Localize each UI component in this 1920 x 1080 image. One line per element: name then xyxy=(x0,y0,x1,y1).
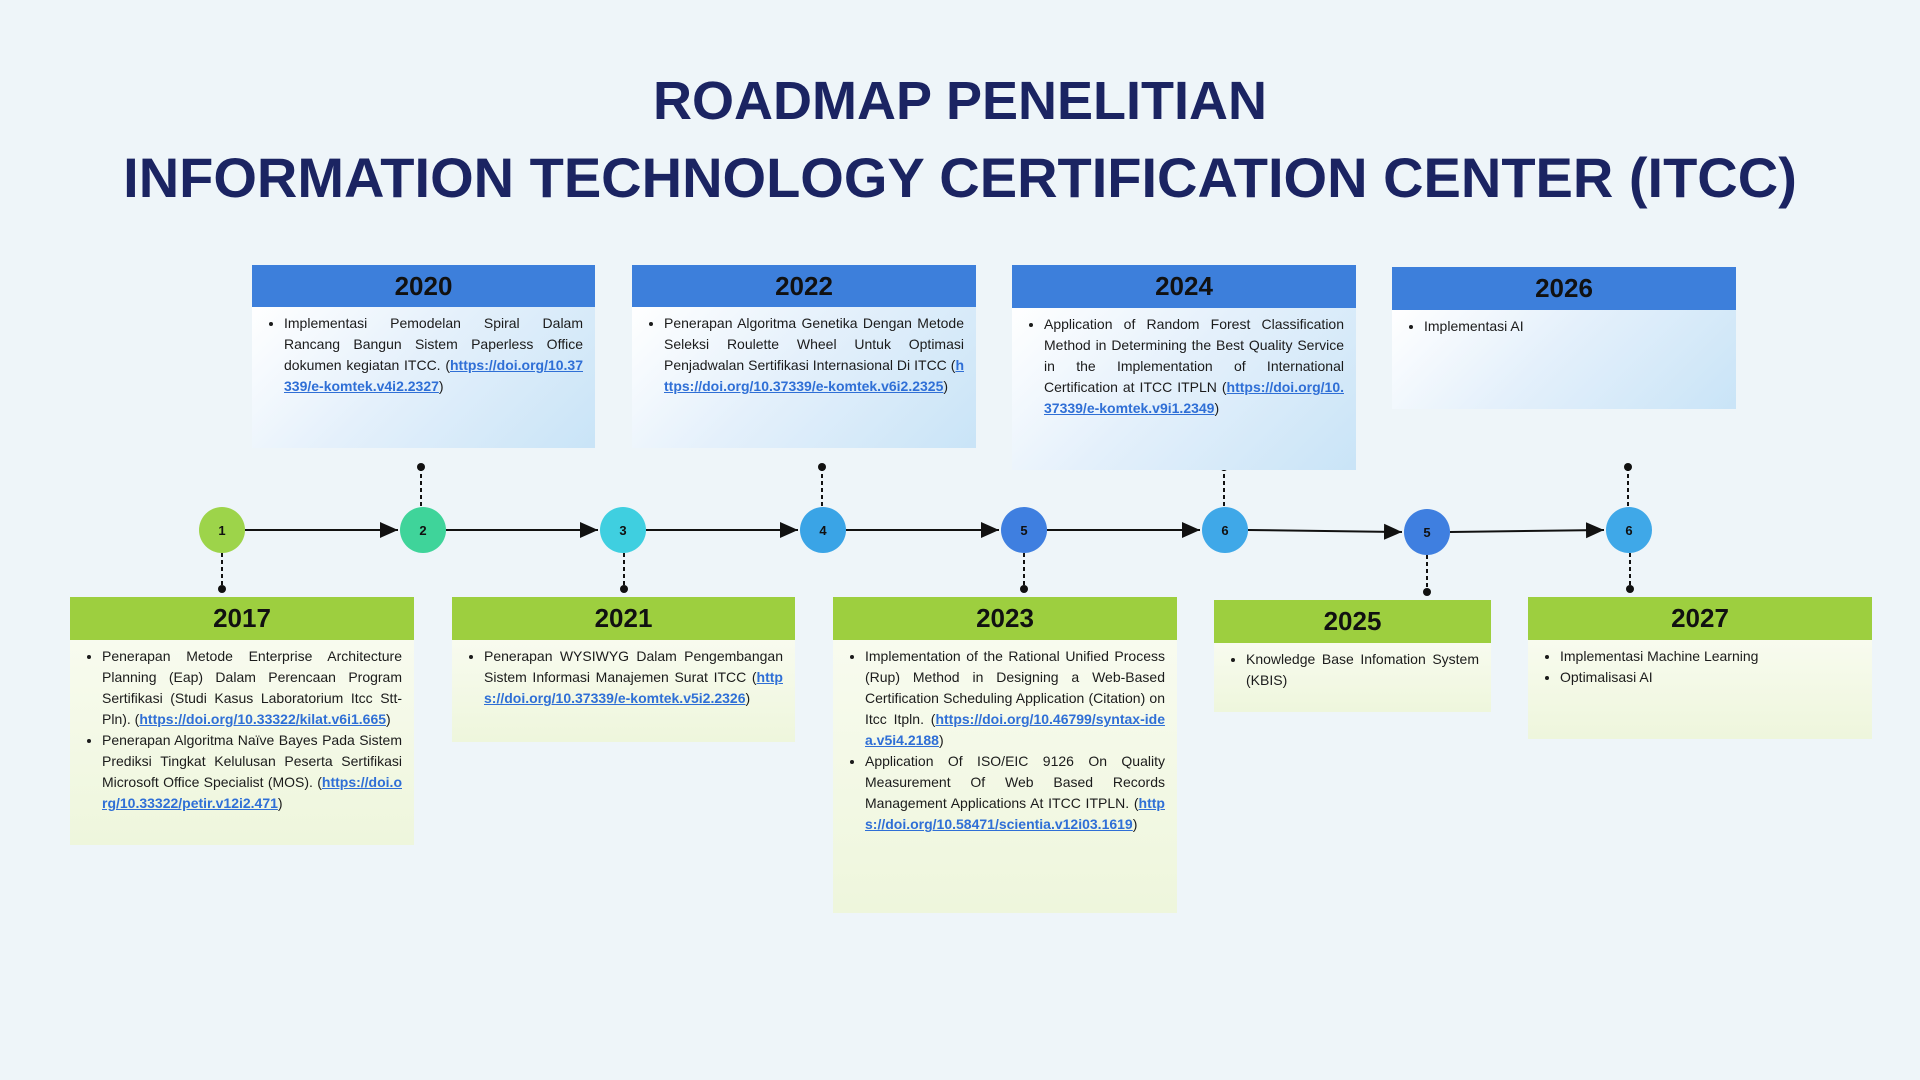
doi-link[interactable]: https://doi.org/10.37339/e-komtek.v6i2.2… xyxy=(664,357,964,394)
card-2022-year: 2022 xyxy=(632,265,976,307)
doi-link[interactable]: https://doi.org/10.58471/scientia.v12i03… xyxy=(865,795,1165,832)
card-2026-body: Implementasi AI xyxy=(1392,310,1736,409)
timeline-node: 1 xyxy=(199,507,245,553)
card-2021-body: Penerapan WYSIWYG Dalam Pengembangan Sis… xyxy=(452,640,795,742)
research-item: Application of Random Forest Classificat… xyxy=(1044,314,1344,419)
doi-link[interactable]: https://doi.org/10.46799/syntax-idea.v5i… xyxy=(865,711,1165,748)
timeline-node: 6 xyxy=(1202,507,1248,553)
timeline-node: 5 xyxy=(1404,509,1450,555)
card-2027-body: Implementasi Machine LearningOptimalisas… xyxy=(1528,640,1872,739)
timeline-node: 3 xyxy=(600,507,646,553)
card-2025-body: Knowledge Base Infomation System (KBIS) xyxy=(1214,643,1491,712)
timeline-arrow xyxy=(1247,523,1403,540)
timeline-node: 2 xyxy=(400,507,446,553)
card-2027-year: 2027 xyxy=(1528,597,1872,640)
timeline-stem-dot xyxy=(1626,585,1634,593)
research-item-title: Knowledge Base Infomation System (KBIS) xyxy=(1246,651,1479,688)
doi-link[interactable]: https://doi.org/10.37339/e-komtek.v5i2.2… xyxy=(484,669,783,706)
timeline-stem-dot xyxy=(1423,588,1431,596)
card-2025: 2025 Knowledge Base Infomation System (K… xyxy=(1214,600,1491,712)
page-subtitle: INFORMATION TECHNOLOGY CERTIFICATION CEN… xyxy=(123,146,1797,209)
card-2025-year: 2025 xyxy=(1214,600,1491,643)
card-2027: 2027 Implementasi Machine LearningOptima… xyxy=(1528,597,1872,739)
card-2026: 2026 Implementasi AI xyxy=(1392,267,1736,409)
card-2017-body: Penerapan Metode Enterprise Architecture… xyxy=(70,640,414,845)
doi-link[interactable]: https://doi.org/10.33322/kilat.v6i1.665 xyxy=(139,711,387,727)
page-title: ROADMAP PENELITIAN xyxy=(652,71,1268,131)
card-2023-year: 2023 xyxy=(833,597,1177,640)
research-item-title: Implementasi AI xyxy=(1424,318,1524,334)
card-2022-body: Penerapan Algoritma Genetika Dengan Meto… xyxy=(632,307,976,448)
card-2020-body: Implementasi Pemodelan Spiral Dalam Ranc… xyxy=(252,307,595,448)
card-2020-year: 2020 xyxy=(252,265,595,307)
card-2017-year: 2017 xyxy=(70,597,414,640)
timeline-stem-dot xyxy=(1624,463,1632,471)
timeline-stem-dot xyxy=(1020,585,1028,593)
timeline-arrows xyxy=(245,522,1605,540)
card-2022: 2022 Penerapan Algoritma Genetika Dengan… xyxy=(632,265,976,448)
research-item: Penerapan Metode Enterprise Architecture… xyxy=(102,646,402,730)
research-item-title: Penerapan Algoritma Naïve Bayes Pada Sis… xyxy=(102,732,402,790)
card-2021: 2021 Penerapan WYSIWYG Dalam Pengembanga… xyxy=(452,597,795,742)
card-2020: 2020 Implementasi Pemodelan Spiral Dalam… xyxy=(252,265,595,448)
research-item: Optimalisasi AI xyxy=(1560,667,1860,688)
doi-link[interactable]: https://doi.org/10.37339/e-komtek.v4i2.2… xyxy=(284,357,583,394)
research-item: Implementasi Machine Learning xyxy=(1560,646,1860,667)
research-item: Implementasi Pemodelan Spiral Dalam Ranc… xyxy=(284,313,583,397)
research-item: Application Of ISO/EIC 9126 On Quality M… xyxy=(865,751,1165,835)
card-2023: 2023 Implementation of the Rational Unif… xyxy=(833,597,1177,913)
timeline-stem-dot xyxy=(818,463,826,471)
card-2023-body: Implementation of the Rational Unified P… xyxy=(833,640,1177,913)
card-2026-year: 2026 xyxy=(1392,267,1736,310)
doi-link[interactable]: https://doi.org/10.37339/e-komtek.v9i1.2… xyxy=(1044,379,1344,416)
research-item: Penerapan WYSIWYG Dalam Pengembangan Sis… xyxy=(484,646,783,709)
research-item: Penerapan Algoritma Naïve Bayes Pada Sis… xyxy=(102,730,402,814)
research-item: Implementasi AI xyxy=(1424,316,1724,337)
timeline-arrow xyxy=(1449,522,1605,539)
timeline-node: 6 xyxy=(1606,507,1652,553)
card-2021-year: 2021 xyxy=(452,597,795,640)
card-2017: 2017 Penerapan Metode Enterprise Archite… xyxy=(70,597,414,845)
timeline-node: 4 xyxy=(800,507,846,553)
card-2024-year: 2024 xyxy=(1012,265,1356,308)
doi-link[interactable]: https://doi.org/10.33322/petir.v12i2.471 xyxy=(102,774,402,811)
timeline-stem-dot xyxy=(620,585,628,593)
card-2024-body: Application of Random Forest Classificat… xyxy=(1012,308,1356,470)
research-item-title: Penerapan Algoritma Genetika Dengan Meto… xyxy=(664,315,964,373)
research-item-title: Application Of ISO/EIC 9126 On Quality M… xyxy=(865,753,1165,811)
timeline-node: 5 xyxy=(1001,507,1047,553)
timeline-stem-dot xyxy=(417,463,425,471)
research-item-title: Optimalisasi AI xyxy=(1560,669,1653,685)
research-item-title: Penerapan WYSIWYG Dalam Pengembangan Sis… xyxy=(484,648,783,685)
research-item-title: Implementasi Pemodelan Spiral Dalam Ranc… xyxy=(284,315,583,373)
timeline-stem-dot xyxy=(218,585,226,593)
research-item: Penerapan Algoritma Genetika Dengan Meto… xyxy=(664,313,964,397)
research-item-title: Implementation of the Rational Unified P… xyxy=(865,648,1165,727)
research-item-title: Implementasi Machine Learning xyxy=(1560,648,1759,664)
card-2024: 2024 Application of Random Forest Classi… xyxy=(1012,265,1356,470)
research-item-title: Penerapan Metode Enterprise Architecture… xyxy=(102,648,402,727)
research-item-title: Application of Random Forest Classificat… xyxy=(1044,316,1344,395)
research-item: Knowledge Base Infomation System (KBIS) xyxy=(1246,649,1479,691)
research-item: Implementation of the Rational Unified P… xyxy=(865,646,1165,751)
